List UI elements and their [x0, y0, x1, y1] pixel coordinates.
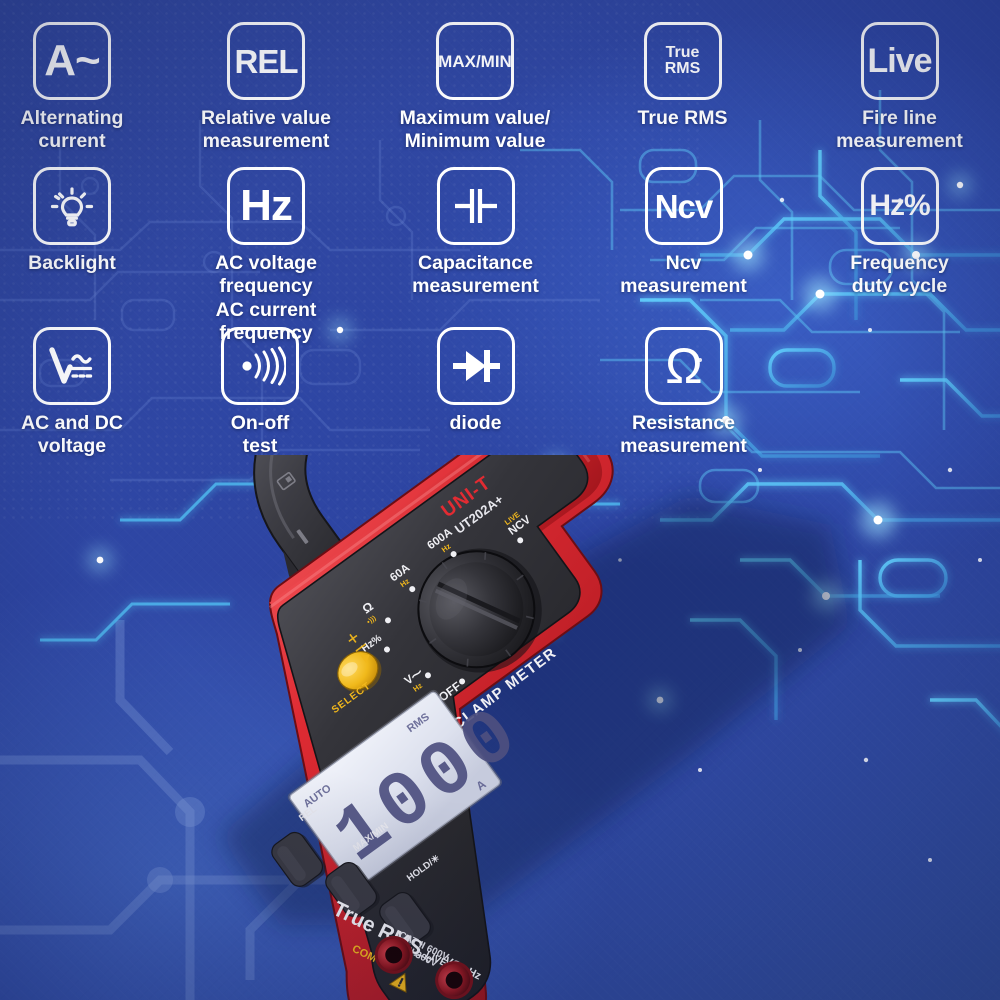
true-rms-glyph: True RMS [664, 44, 701, 77]
dial-knurl [418, 551, 534, 667]
ohm-glyph: Ω [665, 338, 702, 394]
hold-button[interactable] [376, 887, 438, 952]
true-rms-icon: True RMS [643, 22, 722, 100]
select-button[interactable] [330, 643, 389, 701]
hz-percent-glyph: Hz% [869, 189, 930, 222]
ac-dc-voltage-icon [33, 327, 111, 405]
rotary-dial[interactable] [393, 524, 566, 697]
feature-caption: Relative value measurement [200, 107, 332, 153]
feature-caption: AC voltage frequency AC current frequenc… [215, 252, 317, 345]
jaw-markings [276, 472, 309, 544]
volt-ohm-jack[interactable] [428, 954, 481, 1000]
feature-true-rms: True RMS True RMS [605, 22, 760, 130]
feature-caption: Alternating current [20, 107, 124, 153]
alternating-current-glyph: A~ [44, 36, 100, 85]
feature-caption: Backlight [28, 252, 116, 274]
meter-body-group: UNI-T UT202A+ [253, 455, 614, 1000]
rel-icon: REL [227, 22, 305, 100]
feature-caption: Fire line measurement [836, 107, 963, 153]
max-min-icon: MAX/MIN [436, 22, 514, 100]
max-min-glyph: MAX/MIN [438, 51, 512, 71]
feature-caption: On-off test [230, 412, 290, 458]
backlight-icon [33, 167, 111, 245]
hz-percent-icon: Hz% [860, 167, 939, 245]
live-glyph: Live [867, 42, 932, 80]
feature-max-min: MAX/MIN Maximum value/ Minimum value [390, 22, 560, 154]
rel-button[interactable] [268, 827, 330, 892]
feature-diode: diode [393, 327, 558, 435]
hz-icon: Hz [227, 167, 305, 245]
ohm-icon: Ω [644, 327, 723, 405]
feature-caption: True RMS [637, 107, 728, 129]
feature-caption: Resistance measurement [620, 412, 747, 458]
alternating-current-icon: A~ [33, 22, 111, 100]
warning-icon [388, 972, 407, 993]
feature-alternating-current: A~ Alternating current [0, 22, 147, 154]
feature-duty-cycle: Hz% Frequency duty cycle [812, 167, 987, 299]
feature-caption: AC and DC voltage [21, 412, 123, 458]
feature-caption: Frequency duty cycle [850, 252, 949, 298]
feature-resistance: Ω Resistance measurement [606, 327, 761, 459]
clamp-meter-product: UNI-T UT202A+ [220, 455, 850, 1000]
feature-capacitance: Capacitance measurement [393, 167, 558, 299]
ncv-icon: Ncv [644, 167, 723, 245]
diode-icon [436, 327, 515, 405]
com-jack[interactable] [367, 928, 420, 981]
dial-icon-group [348, 633, 370, 664]
feature-ncv: Ncv Ncv measurement [606, 167, 761, 299]
feature-backlight: Backlight [0, 167, 147, 275]
live-icon: Live [860, 22, 939, 100]
feature-caption: Capacitance measurement [412, 252, 539, 298]
feature-fire-line: Live Fire line measurement [812, 22, 987, 154]
ncv-glyph: Ncv [654, 187, 714, 225]
button-group [268, 827, 438, 952]
feature-caption: Ncv measurement [620, 252, 747, 298]
rel-glyph: REL [234, 42, 299, 80]
feature-caption: Maximum value/ Minimum value [399, 107, 551, 153]
max-min-button[interactable] [322, 857, 384, 922]
feature-relative-value: REL Relative value measurement [186, 22, 346, 154]
background-dot-texture [0, 0, 700, 520]
svg-text:•))): •))) [366, 615, 378, 626]
continuity-icon [221, 327, 299, 405]
hz-glyph: Hz [240, 181, 293, 230]
feature-continuity: On-off test [180, 327, 340, 459]
capacitor-icon [436, 167, 515, 245]
feature-caption: diode [449, 412, 502, 434]
feature-ac-dc-voltage: AC and DC voltage [0, 327, 147, 459]
feature-ac-frequency: Hz AC voltage frequency AC current frequ… [176, 167, 356, 346]
